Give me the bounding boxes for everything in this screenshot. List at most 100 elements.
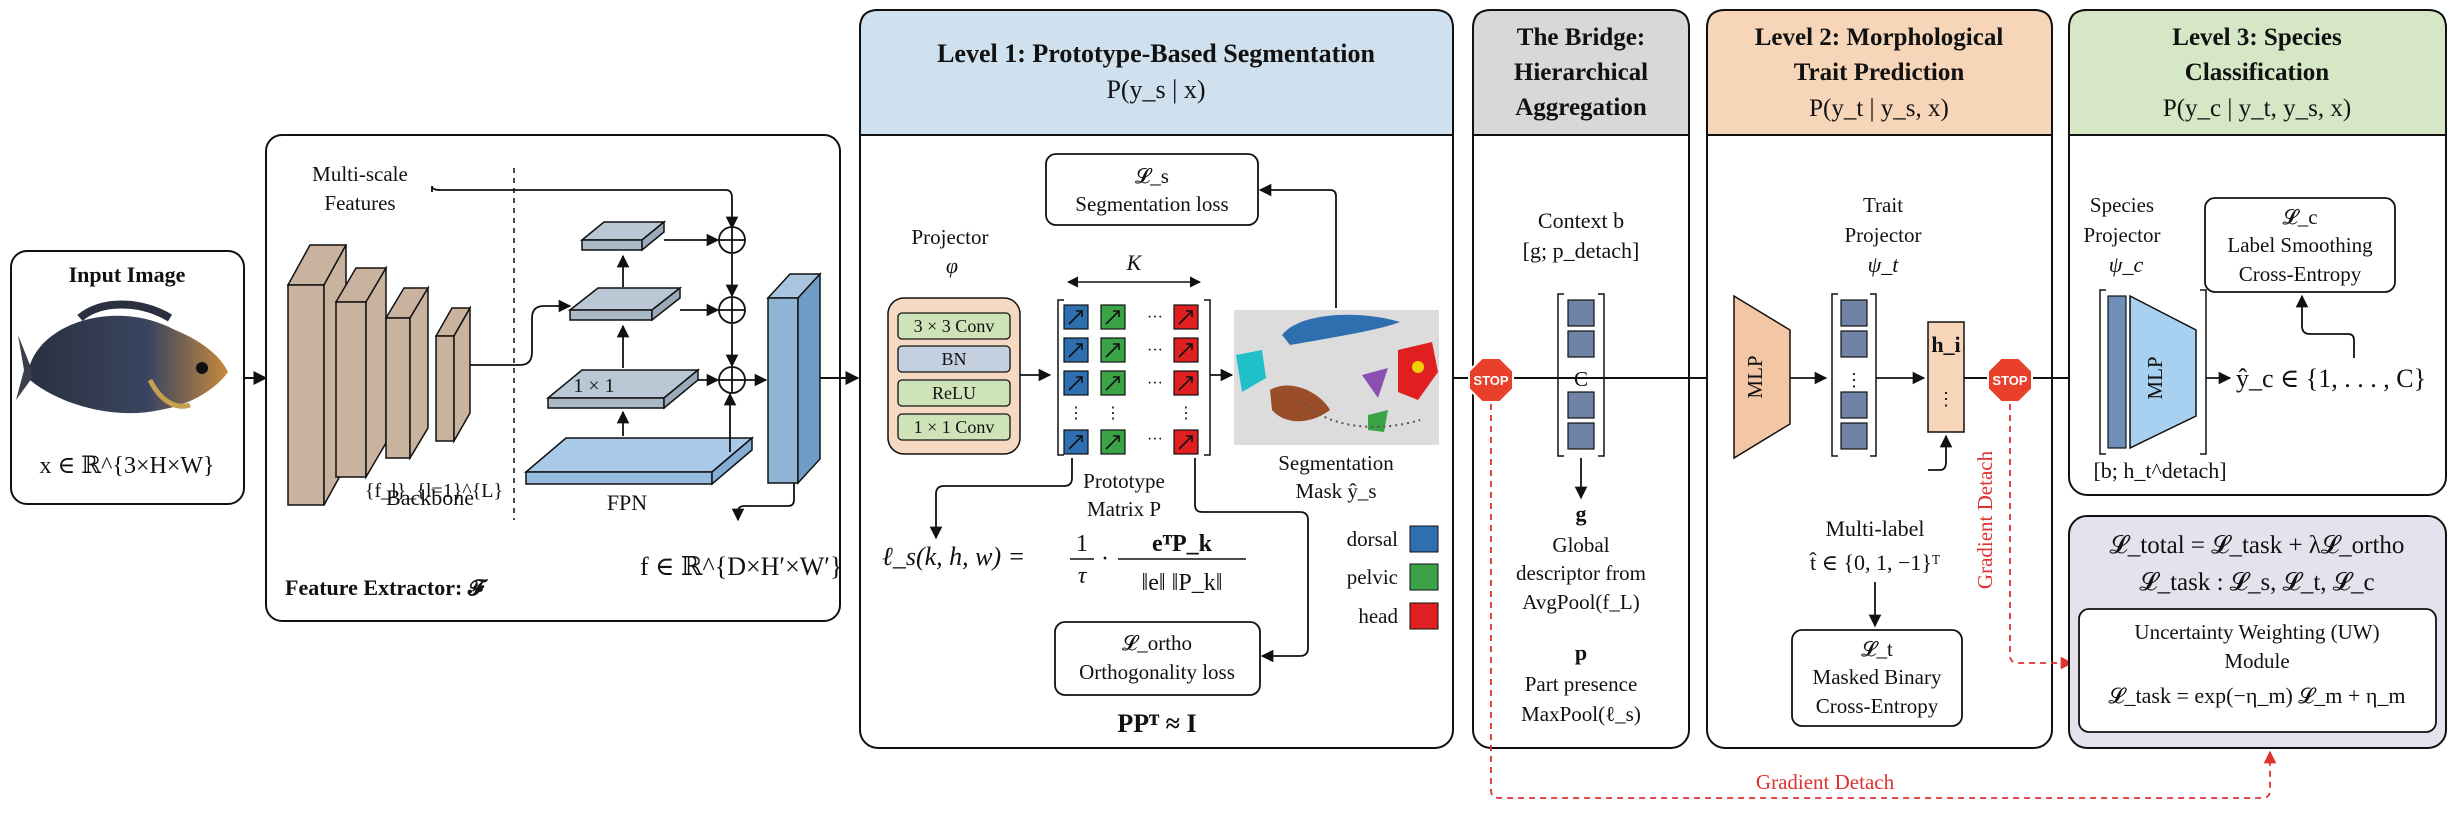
svg-text:‖e‖ ‖P_k‖: ‖e‖ ‖P_k‖ <box>1142 570 1223 596</box>
svg-text:·: · <box>1101 546 1109 572</box>
task-loss: 𝓛_task : 𝓛_s, 𝓛_t, 𝓛_c <box>2139 569 2374 596</box>
svg-text:Cross-Entropy: Cross-Entropy <box>1816 694 1939 718</box>
extractor-label: Feature Extractor: 𝓕 <box>285 575 489 600</box>
svg-text:Trait Prediction: Trait Prediction <box>1794 59 1965 86</box>
projector-layer: ReLU <box>932 383 976 403</box>
seg-loss-label: Segmentation loss <box>1075 192 1228 216</box>
ortho-loss-label: Orthogonality loss <box>1079 660 1235 684</box>
mlp-block: MLP <box>1733 294 1791 460</box>
fl-label: {f_l}_{l=1}^{L} <box>365 480 503 502</box>
input-panel: Input Image x ∈ ℝ^{3×H×W} <box>10 250 245 505</box>
vector-arrow-icon <box>1178 310 1193 325</box>
svg-text:Hierarchical: Hierarchical <box>1514 59 1648 86</box>
svg-text:···: ··· <box>1147 342 1163 359</box>
svg-text:STOP: STOP <box>1473 373 1508 388</box>
context-vector-stack: C <box>1557 293 1605 457</box>
svg-text:ψ_c: ψ_c <box>2109 252 2144 277</box>
level1-panel: Level 1: Prototype-Based Segmentation P(… <box>859 9 1454 749</box>
svg-text:MaxPool(ℓ_s): MaxPool(ℓ_s) <box>1521 702 1641 726</box>
loss-panel: 𝓛_total = 𝓛_task + λ𝓛_ortho 𝓛_task : 𝓛_s… <box>2068 515 2447 749</box>
context-vector: [g; p_detach] <box>1523 238 1640 263</box>
projector-block: 3 × 3 Conv BN ReLU 1 × 1 Conv <box>887 297 1021 455</box>
legend-swatch-pelvic <box>1409 563 1439 591</box>
svg-text:τ: τ <box>1078 563 1088 589</box>
species-output: ŷ_c ∈ {1, . . . , C} <box>2236 364 2426 393</box>
uw-module-label: Uncertainty Weighting (UW) <box>2134 620 2379 644</box>
vector-arrow-icon <box>1068 343 1083 358</box>
vector-arrow-icon <box>1068 376 1083 391</box>
svg-text:h_i: h_i <box>1931 332 1960 357</box>
seg-loss-symbol: 𝓛_s <box>1135 164 1169 188</box>
level2-prob: P(y_t | y_s, x) <box>1809 95 1949 122</box>
projector-label: Projector <box>912 225 989 249</box>
fpn-label: FPN <box>607 490 647 515</box>
species-mlp-block: MLP <box>2099 289 2207 455</box>
gradient-detach-bottom: Gradient Detach <box>1756 770 1895 794</box>
svg-text:Mask ŷ_s: Mask ŷ_s <box>1295 479 1376 503</box>
backbone-blocks <box>286 244 472 506</box>
projector-layer: 1 × 1 Conv <box>914 417 995 437</box>
prototype-label: Prototype <box>1083 469 1165 493</box>
multilabel-label: Multi-label <box>1826 516 1925 541</box>
svg-text:MLP: MLP <box>1743 355 1767 398</box>
svg-text:Classification: Classification <box>2185 59 2330 86</box>
one-by-one-label: 1 × 1 <box>573 375 614 397</box>
vector-arrow-icon <box>1178 376 1193 391</box>
vector-arrow-icon <box>1178 435 1193 450</box>
ppt-constraint: PPᵀ ≈ I <box>1117 709 1196 738</box>
context-label: Context b <box>1538 208 1624 233</box>
svg-text:p: p <box>1575 640 1587 665</box>
svg-text:Label Smoothing: Label Smoothing <box>2227 233 2373 257</box>
stop-sign-icon: STOP <box>1468 357 1514 403</box>
feature-extractor-panel: Multi-scale Features {f_l}_{l=1}^{L} Bac… <box>265 134 842 622</box>
vector-arrow-icon <box>1105 435 1120 450</box>
svg-text:1: 1 <box>1076 531 1088 557</box>
svg-text:Projector: Projector <box>1845 223 1922 247</box>
level1-prob: P(y_s | x) <box>1106 75 1205 104</box>
extractor-output: f ∈ ℝ^{D×H′×W′} <box>640 552 842 581</box>
svg-text:⋮: ⋮ <box>1845 370 1863 390</box>
svg-text:ℓ_s(k, h, w) =: ℓ_s(k, h, w) = <box>882 542 1025 571</box>
legend-label: head <box>1358 604 1398 628</box>
total-loss: 𝓛_total = 𝓛_task + λ𝓛_ortho <box>2110 532 2405 559</box>
concat-label: [b; h_t^detach] <box>2093 458 2226 483</box>
level2-title: Level 2: Morphological <box>1755 24 2004 51</box>
ortho-loss-symbol: 𝓛_ortho <box>1122 631 1192 655</box>
level2-panel: Level 2: Morphological Trait Prediction … <box>1706 9 2053 749</box>
prototype-cell <box>1063 337 1089 363</box>
svg-text:AvgPool(f_L): AvgPool(f_L) <box>1522 590 1639 614</box>
svg-text:⋮: ⋮ <box>1068 405 1084 422</box>
trait-loss-symbol: 𝓛_t <box>1861 637 1893 661</box>
svg-text:Matrix P: Matrix P <box>1087 497 1161 521</box>
svg-text:⋮: ⋮ <box>1937 389 1955 409</box>
fish-image <box>16 300 228 414</box>
svg-text:···: ··· <box>1147 375 1163 392</box>
input-title: Input Image <box>69 262 186 287</box>
bridge-title: The Bridge: <box>1517 24 1645 51</box>
vector-arrow-icon <box>1178 343 1193 358</box>
svg-text:···: ··· <box>1147 431 1163 448</box>
trait-target: t̂ ∈ {0, 1, −1}ᵀ <box>1809 550 1940 575</box>
vector-arrow-icon <box>1068 435 1083 450</box>
svg-text:⋮: ⋮ <box>1105 405 1121 422</box>
legend-label: dorsal <box>1347 527 1398 551</box>
trait-vector-stack: ⋮ <box>1831 293 1877 457</box>
species-loss-box <box>2204 197 2396 293</box>
svg-text:eᵀP_k: eᵀP_k <box>1152 531 1213 557</box>
svg-text:Module: Module <box>2224 649 2289 673</box>
svg-text:Projector: Projector <box>2084 223 2161 247</box>
uw-module-box <box>2078 608 2437 733</box>
svg-text:Aggregation: Aggregation <box>1515 94 1647 121</box>
part-presence: Part presence <box>1525 672 1638 696</box>
output-feature-map <box>766 272 822 485</box>
vector-arrow-icon <box>1068 310 1083 325</box>
vector-arrow-icon <box>1105 343 1120 358</box>
svg-text:Features: Features <box>324 191 395 215</box>
svg-text:ψ_t: ψ_t <box>1868 252 1900 277</box>
stop-sign-icon: STOP <box>1987 357 2033 403</box>
vector-arrow-icon <box>1105 310 1120 325</box>
segmentation-mask <box>1234 310 1439 445</box>
level3-prob: P(y_c | y_t, y_s, x) <box>2163 95 2351 122</box>
species-projector-label: Species <box>2090 193 2154 217</box>
species-loss-symbol: 𝓛_c <box>2282 205 2317 229</box>
